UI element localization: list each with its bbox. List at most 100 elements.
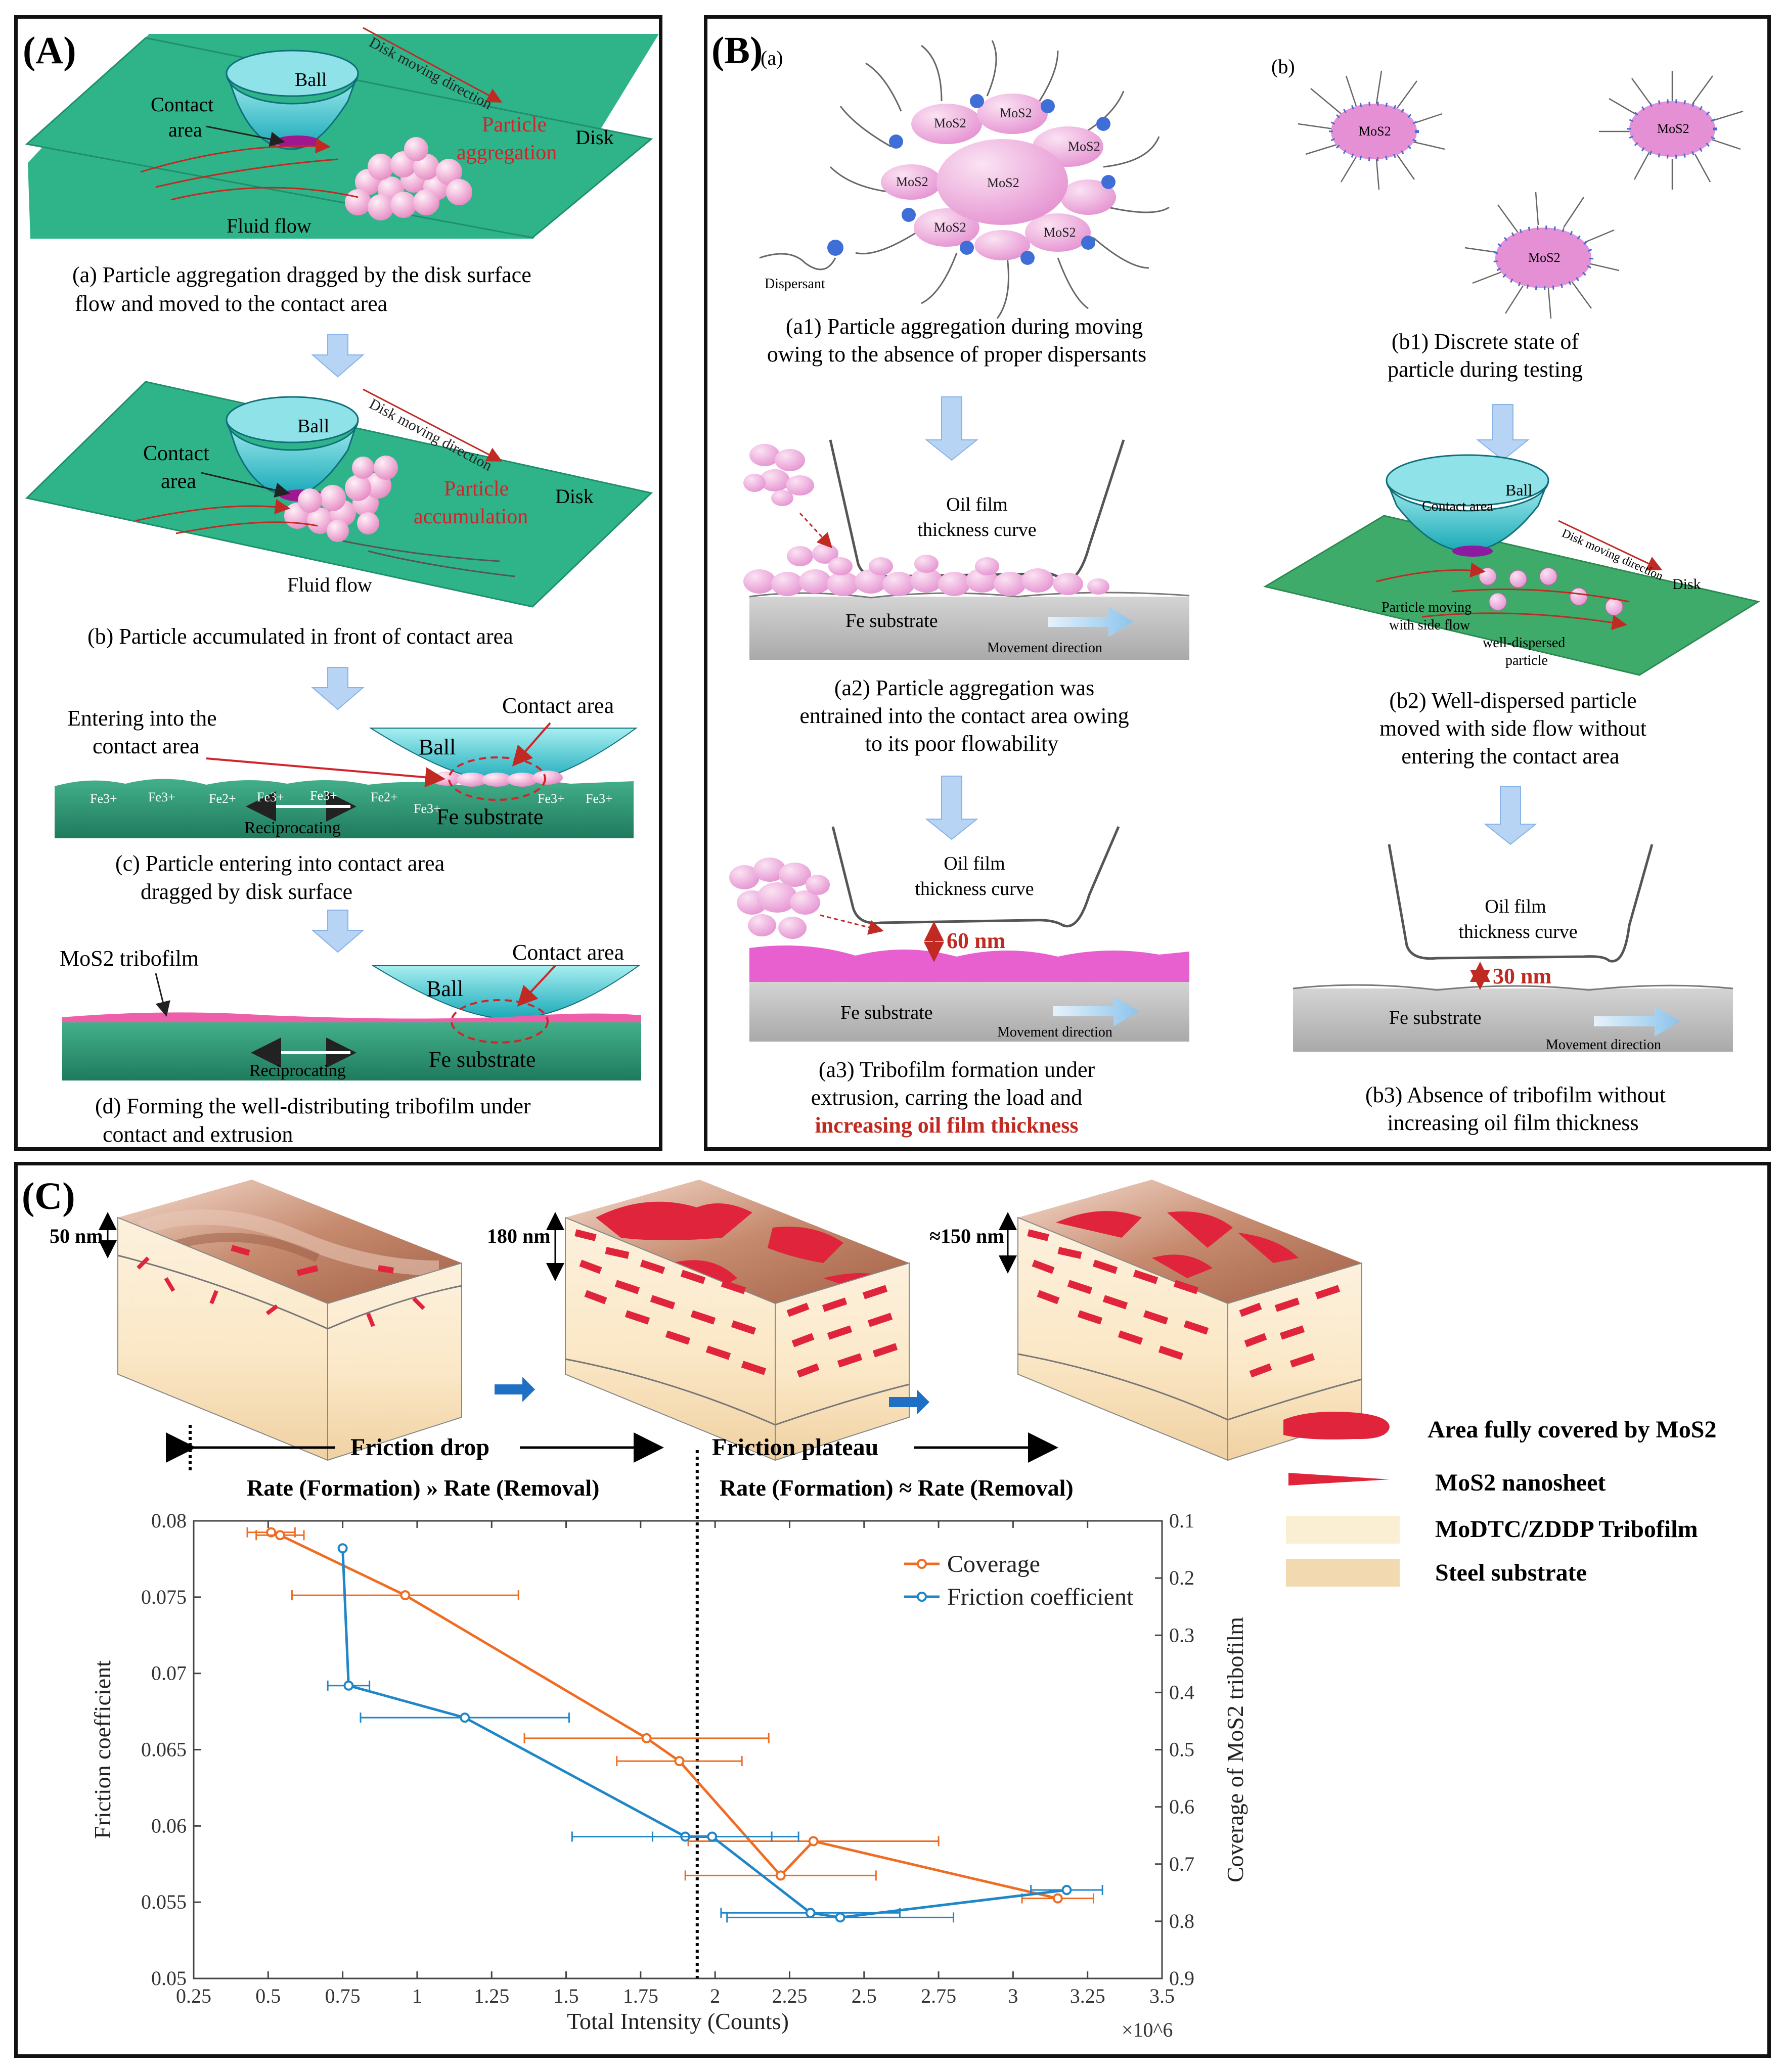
b3-scene: Oil film thickness curve Fe substrate Mo… [1292,844,1733,1053]
b3-caption-2: increasing oil film thickness [1387,1110,1638,1135]
b2-to-b3-arrow [1484,786,1537,845]
legend-swatch-steel [1286,1559,1400,1587]
a-particle-cluster [345,137,472,220]
x-tick-label: 1.5 [554,1985,579,2007]
a2-caption-1: (a2) Particle aggregation was [834,675,1094,700]
a3-oil-1: Oil film [944,853,1005,874]
a1-mos2-labels: MoS2 MoS2 MoS2 MoS2 MoS2 MoS2 MoS2 [896,106,1100,240]
friction-plateau-label: Friction plateau [712,1434,878,1461]
data-point [674,1756,685,1767]
b2-caption-3: entering the contact area [1401,744,1619,769]
legend-swatch-tribofilm [1286,1516,1400,1544]
a-ball-label: Ball [295,69,327,91]
y2-tick-label: 0.2 [1169,1566,1194,1589]
b1-caption-1: (b1) Discrete state of [1392,329,1579,354]
a3-scene: Oil film thickness curve Fe substrate Mo… [729,826,1189,1042]
c-fe-ions: Fe3+ Fe3+ Fe2+ Fe3+ Fe3+ Fe2+ Fe3+ Fe3+ … [90,788,613,816]
y2-tick-label: 0.8 [1169,1910,1194,1932]
x-axis-label: Total Intensity (Counts) [567,2008,789,2034]
legend-entry: Coverage [947,1551,1040,1578]
c-ion: Fe3+ [310,788,337,803]
b2-side-1: Particle moving [1381,600,1472,615]
mos2-label: MoS2 [1044,225,1076,240]
panel-c-tag: (C) [22,1175,75,1218]
data-point [266,1527,277,1538]
a-contact-label: Contact [151,93,213,116]
dispersant-label: Dispersant [765,276,825,292]
a1-cluster [759,40,1170,319]
a3-oil-2: thickness curve [915,878,1034,899]
data-point [1061,1885,1072,1896]
mos2-label: MoS2 [934,116,966,130]
legend: Area fully covered by MoS2 MoS2 nanoshee… [1283,1412,1717,1587]
c-ball-label: Ball [419,735,456,759]
c-caption-2: dragged by disk surface [141,879,352,904]
x-tick-label: 3.25 [1070,1985,1105,2007]
a2-to-a3-arrow [925,776,978,840]
y-tick-label: 0.065 [141,1738,187,1761]
y2-tick-label: 0.3 [1169,1624,1194,1646]
legend-marker [917,1559,927,1569]
a-particle-label: Particle [482,113,547,137]
block-2: 180 nm [487,1180,910,1461]
legend-swatch-nanosheet [1288,1473,1390,1485]
x-tick-label: 1 [412,1985,422,2007]
d-sub-label: Fe substrate [429,1047,536,1072]
a1-to-a2-arrow [925,396,978,461]
panel-a-tag: (A) [23,29,76,72]
panel-c-art: 50 nm 180 nm [50,1180,1717,2041]
b3-oil-1: Oil film [1485,896,1546,917]
a1-caption-1: (a1) Particle aggregation during moving [786,314,1143,339]
a1-particles [827,94,1116,265]
x-tick-label: 0.5 [255,1985,281,2007]
c-ion: Fe3+ [586,791,613,806]
a3-60nm: 60 nm [947,928,1005,953]
a2-scene: Oil film thickness curve Fe substrate Mo… [743,439,1190,660]
block-1: 50 nm [50,1180,462,1461]
mos2-label: MoS2 [934,220,966,235]
x-tick-label: 3 [1008,1985,1018,2007]
a3-caption-2: extrusion, carring the load and [811,1085,1082,1110]
mos2-label: MoS2 [1359,124,1391,139]
b2-wd-1: well-dispersed [1483,635,1565,651]
b-particle-label: Particle [444,477,509,501]
a1-caption-2: owing to the absence of proper dispersan… [767,342,1146,367]
b2-wd-2: particle [1505,653,1548,668]
a-disk-label: Disk [575,126,614,149]
a2-fe-label: Fe substrate [845,610,938,632]
b2-ball-label: Ball [1505,481,1532,499]
a2-caption-2: entrained into the contact area owing [799,703,1129,728]
b-a-tag: (a) [761,47,783,69]
d-caption-1: (d) Forming the well-distributing tribof… [95,1094,531,1118]
y-tick-label: 0.08 [151,1509,187,1532]
x-multiplier: ×10^6 [1122,2018,1173,2041]
legend-marker [917,1592,927,1602]
a-to-b-arrow [311,334,365,378]
b-caption-1: (b) Particle accumulated in front of con… [87,624,513,649]
b-disk-label: Disk [555,485,594,508]
panel-a-art: Disk moving direction Ball Contact area … [25,27,653,1147]
y2-tick-label: 0.1 [1169,1509,1194,1532]
b2-contact-label: Contact area [1422,499,1493,514]
c-ion: Fe2+ [209,791,236,806]
a2-oil-1: Oil film [946,494,1007,515]
legend-swatch-area [1283,1412,1390,1439]
d-contact-label: Contact area [512,940,624,965]
data-point [1052,1893,1063,1904]
scene-b: Disk moving direction Ball Contact area … [25,381,653,608]
panel-b-art: (a) (b) MoS2 MoS2 MoS2 MoS2 MoS2 MoS2 Mo… [729,40,1760,1138]
data-point [805,1908,816,1918]
c-enter-1: Entering into the [67,706,217,731]
b2-caption-1: (b2) Well-dispersed particle [1389,688,1636,713]
a-area-label: area [168,118,202,141]
scene-d: MoS2 tribofilm Contact area Ball Fe subs… [60,940,641,1080]
b1-particles: MoS2 MoS2 MoS2 [1298,70,1744,319]
data-point [835,1912,845,1923]
a2-move-label: Movement direction [987,640,1102,656]
b1-to-b2-arrow [1476,404,1530,461]
c-recip-label: Reciprocating [244,819,341,837]
b1-caption-2: particle during testing [1388,357,1583,382]
d-ball-label: Ball [426,976,463,1001]
c-sub-label: Fe substrate [436,804,543,829]
legend-entry: Friction coefficient [947,1584,1134,1610]
